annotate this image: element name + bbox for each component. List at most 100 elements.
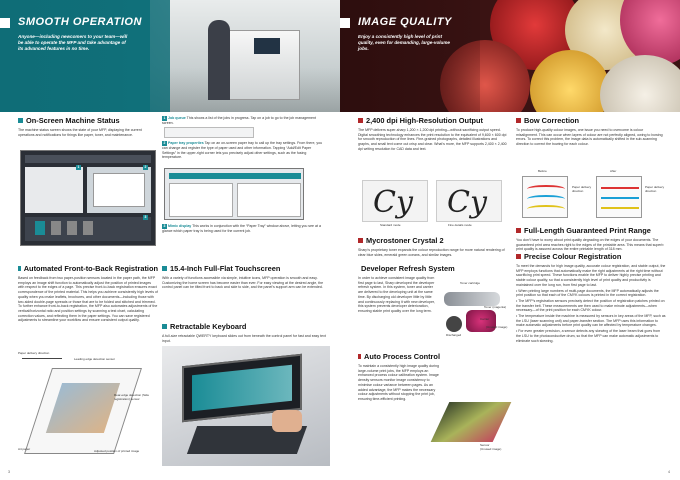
carrier-label: Carrier — [480, 317, 490, 321]
section-body: In order to achieve consistent image qua… — [358, 276, 435, 313]
person-image — [208, 20, 230, 100]
callout-label: Mimic display — [168, 224, 192, 228]
status-bar — [25, 155, 151, 163]
section-body: To maintain a consistently high image qu… — [358, 364, 440, 401]
callout-number: 3 — [162, 224, 167, 229]
paper-size-label: A4 paper — [18, 447, 31, 451]
section-body: The MFP delivers super-sharp 1,200 × 1,2… — [358, 128, 507, 151]
hero-overlay — [340, 0, 480, 112]
page-number: 4 — [668, 470, 670, 474]
after-sheet — [596, 176, 642, 218]
toner-cartridge-label: Toner cartridge — [460, 281, 481, 285]
registration-diagram: Paper delivery direction Leading edge de… — [18, 351, 158, 464]
section-body: The machine status screen shows the stat… — [18, 128, 142, 137]
adjusted-position-label: Adjusted position of printed image — [94, 449, 140, 453]
standard-mode-sample: Cy — [362, 180, 428, 222]
standard-mode-caption: Standard mode — [380, 223, 401, 227]
section-title: Full-Length Guaranteed Print Range — [516, 226, 666, 235]
direction-arrow — [22, 358, 62, 359]
job-queue-strip — [164, 127, 254, 138]
machine-status-screen: 1 2 3 — [20, 150, 156, 246]
section-title: Developer Refresh System — [361, 264, 455, 273]
fine-mode-sample: Cy — [436, 180, 502, 222]
hero-title: SMOOTH OPERATION — [18, 16, 142, 28]
office-photo — [150, 0, 340, 112]
callout-number: 1 — [162, 116, 167, 121]
section-bow-correction: Bow Correction To produce high-quality c… — [516, 116, 666, 147]
discharge-image — [446, 316, 462, 332]
section-title: On-Screen Machine Status — [18, 116, 156, 125]
paper-sheet-image — [24, 368, 142, 454]
toner-label: Toner (magenta) — [484, 305, 507, 309]
section-mark-icon — [358, 238, 363, 243]
after-label: After — [610, 169, 617, 173]
bullet-item: • The MFP’s registration sensors precise… — [516, 298, 665, 313]
rose-image — [530, 50, 610, 112]
section-mark-icon — [516, 118, 521, 123]
unused-label: (Unused image) — [486, 325, 508, 329]
hero-overlay — [0, 0, 170, 112]
developer-refresh-diagram: Toner cartridge Toner (magenta) Carrier … — [440, 280, 508, 340]
callout-label: Paper tray properties — [168, 141, 204, 145]
callout-text: This shows a list of the jobs in progres… — [162, 116, 316, 125]
section-title: Automated Front-to-Back Registration — [18, 264, 158, 273]
callout-text: This works in conjunction with the “Pape… — [162, 224, 321, 233]
toner-cartridge-image — [444, 292, 500, 306]
fine-mode-caption: Fine details mode — [448, 223, 472, 227]
section-title: Mycrostoner Crystal 2 — [358, 236, 508, 245]
callout-label: Job queue — [168, 116, 186, 120]
section-body: To meet the demands for high image quali… — [516, 264, 666, 287]
direction-label: Paper delivery direction — [18, 351, 50, 355]
transfer-belt-image — [430, 402, 512, 442]
section-mark-icon — [162, 324, 167, 329]
section-mark-icon — [162, 266, 167, 271]
before-label: Before — [538, 169, 547, 173]
section-body: With a variety of functions accessible v… — [162, 276, 324, 290]
section-title: Retractable Keyboard — [162, 322, 326, 331]
callout-text: Tap on an on-screen paper tray to call u… — [162, 141, 323, 160]
section-auto-process-control: Auto Process Control To maintain a consi… — [358, 352, 440, 402]
before-sheet — [522, 176, 568, 218]
direction-label: Paper delivery direction — [572, 185, 592, 193]
density-label: (Unused image) — [480, 447, 502, 451]
section-mark-icon — [358, 354, 362, 359]
section-mark-icon — [18, 118, 23, 123]
hero-bar-mark — [0, 18, 10, 28]
callout-3-marker: 3 — [143, 215, 148, 220]
section-body: Based on feedback from two paper-positio… — [18, 276, 158, 323]
section-mark-icon — [516, 228, 521, 233]
bullet-item: • The temperature inside the machine is … — [516, 314, 666, 328]
registration-bullets: • When printing large numbers of multi-p… — [516, 289, 666, 344]
hero-bar-mark — [340, 18, 350, 28]
bow-correction-diagram: Before After Paper delivery direction Pa… — [518, 169, 666, 222]
bullet-item: • When printing large numbers of multi-p… — [516, 288, 659, 298]
section-high-resolution: 2,400 dpi High-Resolution Output The MFP… — [358, 116, 508, 152]
section-body: You don’t have to worry about print qual… — [516, 238, 664, 252]
hero-description: Enjoy a consistently high level of print… — [358, 34, 450, 52]
callout-2-marker: 2 — [143, 165, 148, 170]
section-front-back-registration: Automated Front-to-Back Registration Bas… — [18, 264, 158, 323]
section-title: Bow Correction — [516, 116, 666, 125]
right-page: IMAGE QUALITY Enjoy a consistently high … — [340, 0, 680, 480]
section-colour-registration: Precise Colour Registration To meet the … — [516, 252, 666, 343]
section-title: 15.4-Inch Full-Flat Touchscreen — [162, 264, 326, 273]
sample-letter-image: Cy — [447, 185, 487, 220]
panel-image — [254, 38, 280, 54]
hero-title: IMAGE QUALITY — [358, 16, 452, 28]
direction-label: Paper delivery direction — [645, 185, 665, 193]
section-title: Precise Colour Registration — [516, 252, 666, 261]
developing-unit-image — [466, 310, 496, 332]
section-mark-icon — [358, 118, 363, 123]
sensor-label: Sensor — [480, 443, 490, 447]
section-touchscreen: 15.4-Inch Full-Flat Touchscreen With a v… — [162, 264, 326, 290]
rear-sensor-label: Rear-edge detection (Side registration) … — [114, 393, 150, 401]
section-body: A full-size retractable QWERTY keyboard … — [162, 334, 326, 343]
paper-tray-image — [87, 167, 151, 213]
bullet-item: • For even greater precision, a sensor d… — [516, 329, 661, 343]
section-keyboard: Retractable Keyboard A full-size retract… — [162, 322, 326, 343]
keyboard-photo — [162, 346, 330, 466]
discharged-label: Discharged — [446, 333, 462, 337]
